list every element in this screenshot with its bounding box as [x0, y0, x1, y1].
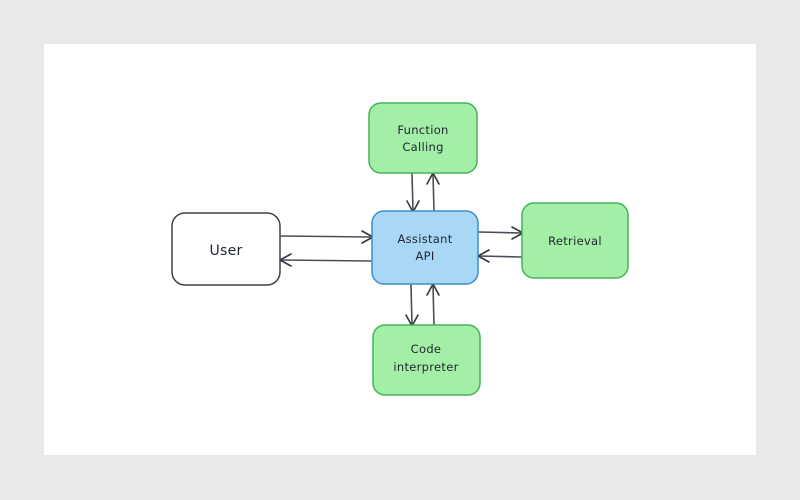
edge-user-to-assistant[interactable] — [280, 230, 374, 244]
node-assistant-api-box — [371, 210, 479, 285]
edge-assistant-to-retrieval[interactable] — [478, 226, 524, 240]
edge-assistant-to-user[interactable] — [279, 253, 372, 267]
node-retrieval-box — [521, 202, 629, 279]
node-user-box — [171, 212, 281, 286]
node-assistant-api-label-line2: API — [415, 249, 434, 263]
node-code-interpreter[interactable]: Code interpreter — [372, 324, 481, 396]
node-code-interpreter-label-line1: Code — [411, 342, 442, 356]
edge-code-interpreter-to-assistant[interactable] — [426, 283, 440, 326]
node-function-calling-label-line2: Calling — [402, 140, 443, 154]
node-code-interpreter-label-line2: interpreter — [393, 360, 458, 374]
node-function-calling-box — [368, 102, 478, 174]
node-retrieval-label: Retrieval — [548, 234, 602, 248]
edge-retrieval-to-assistant[interactable] — [477, 249, 522, 263]
edge-function-calling-to-assistant[interactable] — [406, 173, 420, 213]
node-assistant-api[interactable]: Assistant API — [371, 210, 479, 285]
edge-assistant-to-function-calling[interactable] — [426, 172, 440, 212]
node-retrieval[interactable]: Retrieval — [521, 202, 629, 279]
node-function-calling-label-line1: Function — [397, 123, 448, 137]
node-assistant-api-label-line1: Assistant — [397, 232, 452, 246]
node-code-interpreter-box — [372, 324, 481, 396]
edge-assistant-to-code-interpreter[interactable] — [405, 284, 419, 327]
node-user-label: User — [209, 243, 242, 259]
node-user[interactable]: User — [171, 212, 281, 286]
node-function-calling[interactable]: Function Calling — [368, 102, 478, 174]
node-layer: User Function Calling Assistant API Retr… — [171, 102, 629, 396]
